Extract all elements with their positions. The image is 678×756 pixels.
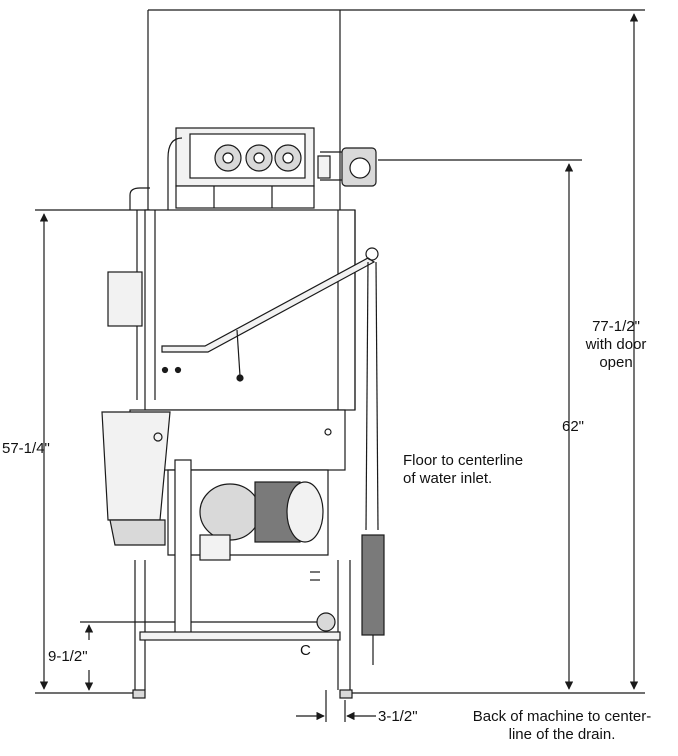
dimension-drain-height-label: 9-1/2" xyxy=(48,648,88,665)
main-cabinet xyxy=(107,187,356,411)
dimension-inlet-label: 62" xyxy=(562,418,585,435)
drain-note: Back of machine to center- line of the d… xyxy=(472,708,652,743)
dimension-overall xyxy=(35,209,150,694)
drain-fitting xyxy=(316,612,336,632)
legs-frame xyxy=(132,560,353,699)
dimension-drain-offset xyxy=(296,690,376,722)
water-inlet-valve xyxy=(317,147,377,187)
pump-box xyxy=(167,127,315,212)
counterbalance-spring xyxy=(361,534,385,665)
dimension-drain-offset-label: 3-1/2" xyxy=(378,708,418,725)
wash-tub xyxy=(101,409,346,546)
drain-marker: C xyxy=(300,642,311,659)
dimension-overall-label: 57-1/4" xyxy=(2,440,50,457)
pump-motor xyxy=(167,459,329,636)
dimension-door-open xyxy=(340,9,645,694)
dimension-door-open-label: 77-1/2" with door open xyxy=(585,318,647,371)
dimension-inlet xyxy=(378,159,582,690)
door-handle xyxy=(161,247,379,531)
inlet-note: Floor to centerline of water inlet. xyxy=(403,452,524,487)
open-door-frame xyxy=(147,9,341,215)
dimension-drain-height xyxy=(80,621,325,691)
